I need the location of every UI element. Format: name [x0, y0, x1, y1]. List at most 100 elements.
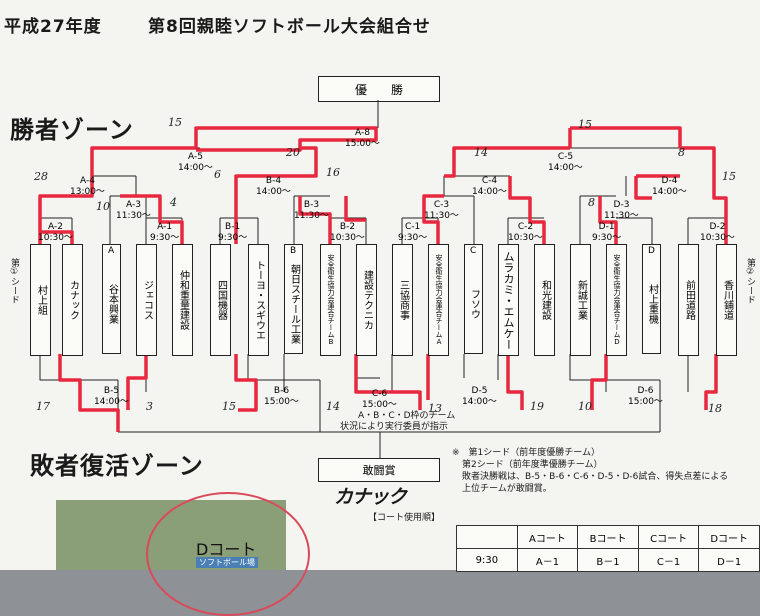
winner-path-highlight	[444, 146, 570, 178]
winner-path-highlight	[354, 354, 422, 410]
team-box: 建設テクニカ	[356, 244, 377, 356]
score-mark: 16	[326, 166, 340, 179]
winner-path-highlight	[570, 126, 682, 148]
score-mark: 13	[428, 402, 442, 415]
map-court-label: Dコート	[196, 540, 257, 559]
winner-path-highlight	[704, 354, 718, 410]
score-mark: 10	[96, 200, 110, 213]
winner-path-highlight	[58, 354, 120, 432]
team-box: 村上重機	[642, 244, 661, 354]
score-mark: 3	[146, 400, 153, 413]
winner-path-highlight	[120, 194, 184, 244]
loser-note-2: 状況により実行委員が指示	[340, 422, 448, 432]
team-box: 前田道路	[678, 244, 699, 356]
court-cell: B－1	[577, 548, 639, 572]
score-mark: 6	[214, 168, 221, 181]
score-mark: 15	[168, 116, 182, 129]
court-usage-table: Aコート Bコート Cコート Dコート 9:30 A－1 B－1 C－1 D－1	[456, 525, 760, 572]
winner-path-highlight	[40, 230, 74, 244]
bracket-line	[39, 354, 118, 381]
winners-zone-label: 勝者ゾーン	[10, 116, 134, 144]
winner-path-highlight	[634, 176, 652, 200]
court-header-cell: Aコート	[516, 525, 579, 549]
court-map-photo: Dコート ソフトボール場	[56, 492, 310, 616]
loser-note-1: A・B・C・D枠のチーム	[358, 411, 456, 421]
bracket-line	[569, 354, 660, 381]
winner-path-highlight	[126, 354, 148, 410]
year-label: 平成27年度	[4, 17, 102, 37]
winner-path-highlight	[598, 196, 618, 244]
team-box: 谷本興業	[102, 244, 121, 354]
seed-2-label: 第②シード	[745, 258, 755, 304]
team-group-letter: A	[108, 246, 115, 256]
losers-zone-label: 敗者復活ゾーン	[30, 452, 204, 480]
score-mark: 14	[474, 146, 488, 159]
court-table-row: 9:30 A－1 B－1 C－1 D－1	[456, 548, 760, 572]
score-mark: 4	[170, 196, 177, 209]
score-mark: 20	[286, 146, 300, 159]
team-box: カナック	[62, 244, 83, 356]
handwritten-award-winner: カナック	[334, 486, 407, 508]
winner-path-highlight	[506, 354, 524, 410]
team-group-letter: D	[648, 246, 655, 256]
score-mark: 15	[222, 400, 236, 413]
score-mark: 18	[708, 402, 722, 415]
winner-path-highlight	[298, 196, 332, 244]
score-mark: 19	[530, 400, 544, 413]
winner-path-highlight	[344, 196, 366, 222]
score-mark: 17	[36, 400, 50, 413]
note-1: ※ 第1シード（前年度優勝チーム）	[452, 448, 600, 458]
note-4: 上位チームが敢闘賞。	[462, 484, 552, 494]
team-box: ジェコス	[136, 244, 157, 356]
final-winner-box: 優 勝	[318, 76, 440, 102]
score-mark: 10	[578, 400, 592, 413]
court-order-label: 【コート使用順】	[368, 513, 441, 523]
page-title: 第8回親睦ソフトボール大会組合せ	[148, 17, 431, 37]
fighting-spirit-award-box: 敢闘賞	[318, 458, 440, 482]
team-box: 三協商事	[392, 244, 413, 356]
winner-path-highlight	[38, 176, 94, 244]
team-box: フソウ	[464, 244, 483, 354]
bracket-line	[355, 354, 380, 379]
note-2: 第2シード（前年度準優勝チーム）	[462, 460, 603, 470]
court-header-cell: Dコート	[698, 525, 760, 549]
seed-1-label: 第①シード	[9, 258, 19, 304]
team-box: トーヨ・スギウエ	[248, 244, 269, 356]
winner-path-highlight	[422, 194, 444, 244]
winner-path-highlight	[590, 354, 608, 410]
court-header-cell: Cコート	[637, 525, 700, 549]
team-box: 四国機器	[210, 244, 231, 356]
team-box: 村上組	[30, 244, 51, 356]
winner-path-highlight	[680, 146, 728, 244]
court-table-header-row: Aコート Bコート Cコート Dコート	[456, 525, 760, 549]
winner-path-highlight	[90, 146, 196, 176]
team-group-letter: B	[290, 246, 297, 256]
court-cell: D－1	[698, 548, 760, 572]
court-header-cell	[456, 525, 518, 549]
score-mark: 28	[34, 170, 48, 183]
team-box: 安全衛生協力会連合チームB	[320, 244, 341, 356]
bracket-lines	[38, 100, 728, 458]
winner-path-highlight	[194, 126, 378, 152]
team-group-letter: C	[470, 246, 477, 256]
score-mark: 8	[588, 196, 595, 209]
